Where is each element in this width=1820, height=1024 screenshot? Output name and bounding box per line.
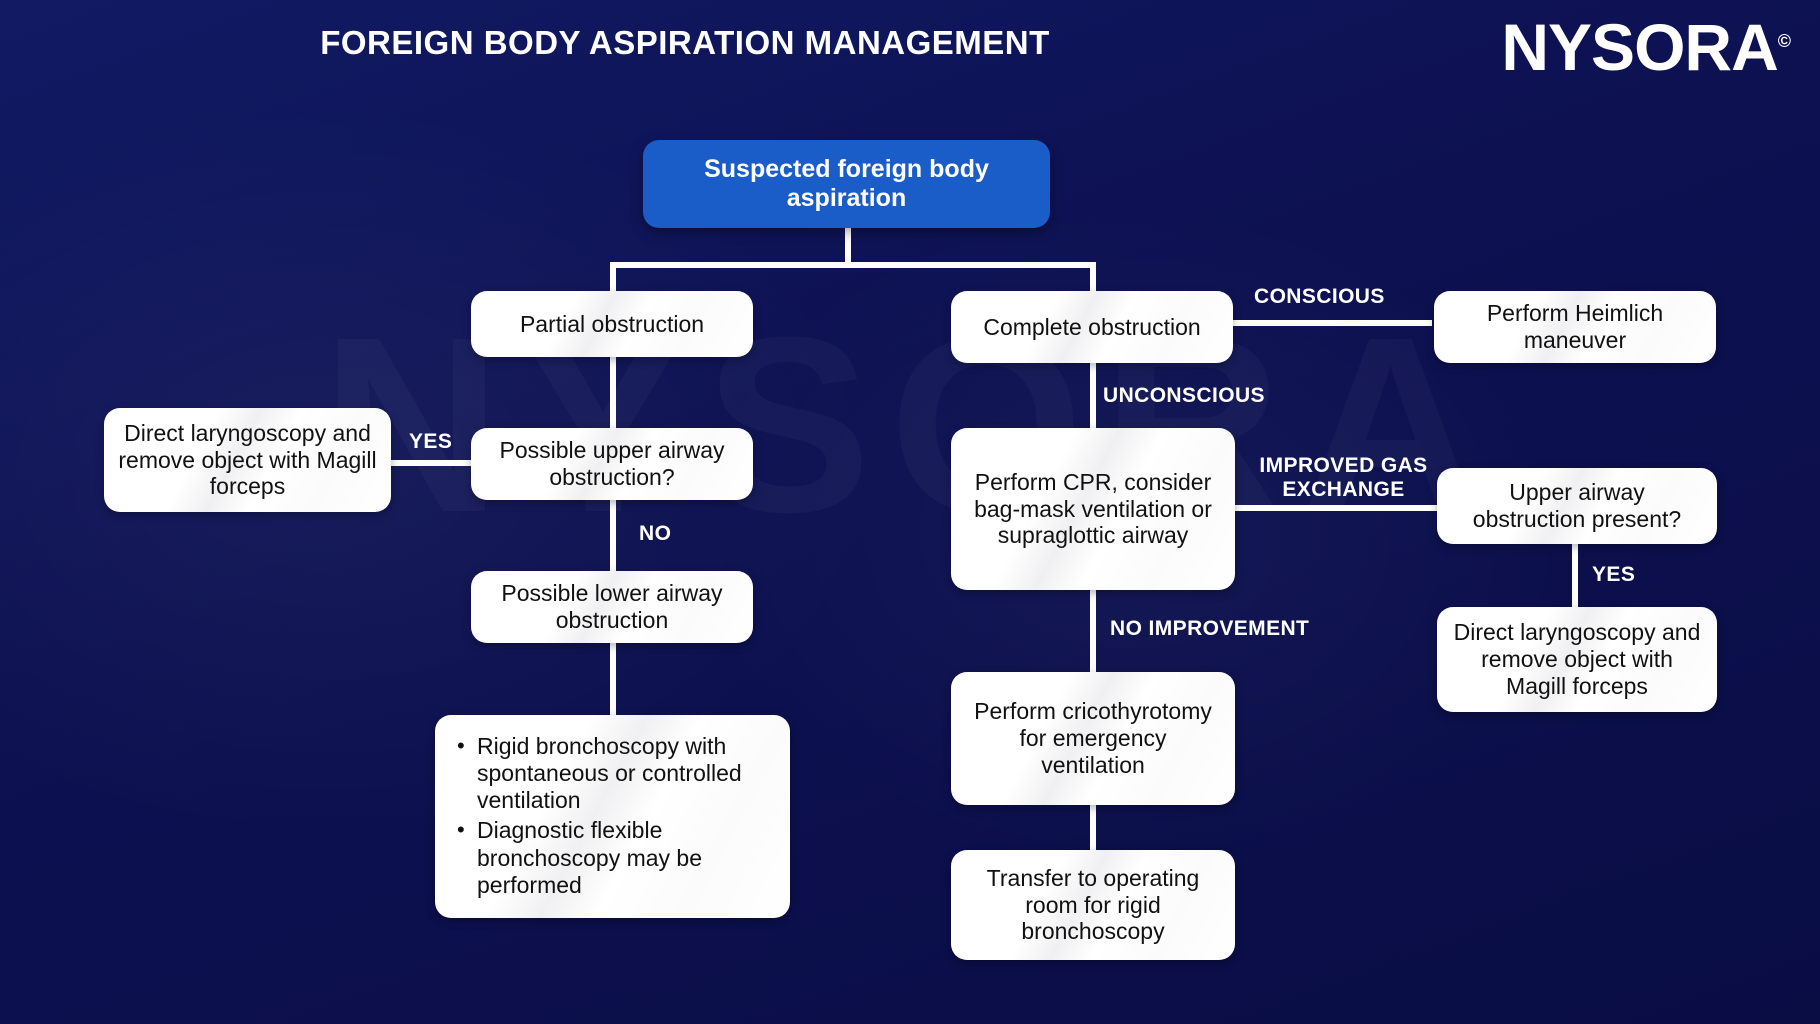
node-partial-obstruction-label: Partial obstruction	[519, 310, 705, 337]
node-direct-laryngoscopy-right[interactable]: Direct laryngoscopy and remove object wi…	[1437, 607, 1717, 712]
node-upper-airway-present[interactable]: Upper airway obstruction present?	[1437, 468, 1717, 544]
node-upper-airway-present-label: Upper airway obstruction present?	[1472, 479, 1682, 532]
nysora-logo: NYSORA©	[1501, 14, 1791, 80]
connector-yes-left	[390, 460, 475, 466]
node-root-label: Suspected foreign body aspiration	[704, 155, 989, 212]
node-heimlich-label: Perform Heimlich maneuver	[1486, 300, 1664, 353]
node-transfer-operating-room[interactable]: Transfer to operating room for rigid bro…	[951, 850, 1235, 960]
edge-label-unconscious: UNCONSCIOUS	[1103, 384, 1265, 407]
connector-improved-gas	[1226, 505, 1441, 511]
node-partial-obstruction[interactable]: Partial obstruction	[471, 291, 753, 357]
edge-label-improved-gas-exchange: IMPROVED GAS EXCHANGE	[1259, 454, 1428, 501]
node-direct-laryngoscopy-left[interactable]: Direct laryngoscopy and remove object wi…	[104, 408, 391, 512]
node-direct-laryngoscopy-left-label: Direct laryngoscopy and remove object wi…	[118, 419, 377, 500]
node-direct-laryngoscopy-right-label: Direct laryngoscopy and remove object wi…	[1453, 619, 1701, 699]
connector-conscious	[1232, 320, 1432, 326]
node-cricothyrotomy-label: Perform cricothyrotomy for emergency ven…	[974, 698, 1212, 778]
connector-split-bar	[610, 262, 1096, 268]
connector-right-branch	[1090, 262, 1096, 292]
node-complete-obstruction[interactable]: Complete obstruction	[951, 291, 1233, 363]
connector-root-stem	[845, 226, 851, 266]
edge-label-yes-left: YES	[409, 430, 453, 453]
node-upper-airway-question[interactable]: Possible upper airway obstruction?	[471, 428, 753, 500]
node-cricothyrotomy[interactable]: Perform cricothyrotomy for emergency ven…	[951, 672, 1235, 805]
edge-label-no-left: NO	[639, 522, 672, 545]
logo-text: NYSORA	[1501, 10, 1778, 84]
copyright-icon: ©	[1777, 31, 1791, 51]
connector-unconscious	[1090, 356, 1096, 428]
node-bronchoscopy-options[interactable]: Rigid bronchoscopy with spontaneous or c…	[435, 715, 790, 918]
node-transfer-operating-room-label: Transfer to operating room for rigid bro…	[986, 864, 1200, 945]
list-item: Diagnostic flexible bronchoscopy may be …	[457, 817, 770, 898]
bronchoscopy-bullet-list: Rigid bronchoscopy with spontaneous or c…	[451, 733, 770, 899]
page-title: FOREIGN BODY ASPIRATION MANAGEMENT	[320, 24, 1050, 61]
node-root[interactable]: Suspected foreign body aspiration	[643, 140, 1050, 228]
node-cpr-label: Perform CPR, consider bag-mask ventilati…	[974, 468, 1212, 549]
node-lower-airway-label: Possible lower airway obstruction	[501, 580, 723, 633]
edge-label-yes-right: YES	[1592, 563, 1636, 586]
edge-label-conscious: CONSCIOUS	[1254, 285, 1385, 308]
node-complete-obstruction-label: Complete obstruction	[983, 313, 1201, 340]
list-item: Rigid bronchoscopy with spontaneous or c…	[457, 733, 770, 814]
node-lower-airway[interactable]: Possible lower airway obstruction	[471, 571, 753, 643]
node-upper-airway-question-label: Possible upper airway obstruction?	[499, 437, 725, 490]
node-heimlich[interactable]: Perform Heimlich maneuver	[1434, 291, 1716, 363]
connector-yes-right	[1572, 540, 1578, 610]
edge-label-no-improvement: NO IMPROVEMENT	[1110, 617, 1310, 640]
node-cpr[interactable]: Perform CPR, consider bag-mask ventilati…	[951, 428, 1235, 590]
